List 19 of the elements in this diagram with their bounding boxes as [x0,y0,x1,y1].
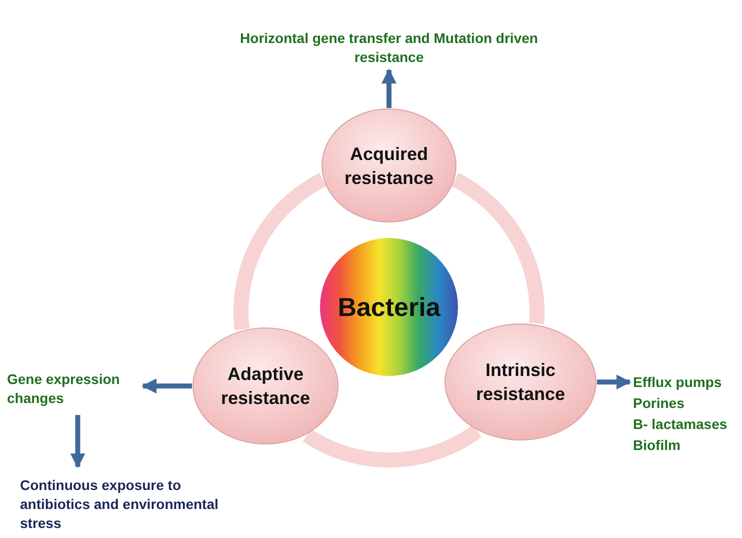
annotation-text: Horizontal gene transfer and Mutation driven resistance [239,29,539,67]
circle-label: Intrinsic resistance [474,359,566,406]
category-circle [321,108,457,223]
list-item: Porines [633,394,686,413]
category-circle [444,323,597,441]
circle-label: Acquired resistance [343,142,435,190]
annotation-text: Continuous exposure to antibiotics and environmental stress [20,476,220,532]
annotation-text: Gene expression changes [7,370,121,408]
list-item: B- lactamases [633,415,728,434]
arrow [382,68,396,108]
arrow [70,415,86,468]
category-circle [192,327,339,445]
list-item: Biofilm [633,436,682,455]
arrow [142,378,192,394]
circle-label: Adaptive resistance [220,363,312,410]
list-item: Efflux pumps [633,373,723,392]
arrow [597,374,632,390]
bacteria-circle [319,237,459,377]
ring-connector [300,424,484,468]
